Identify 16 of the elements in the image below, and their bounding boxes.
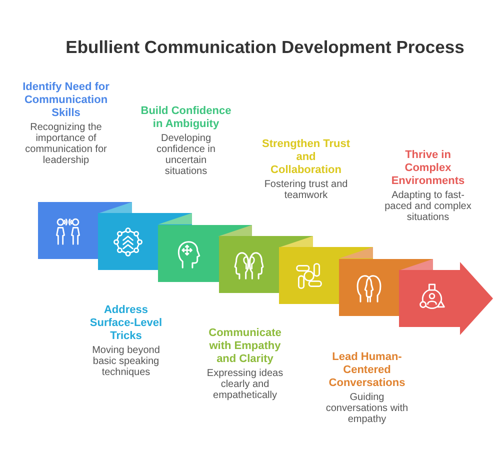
step-description: Guiding conversations with empathy: [326, 392, 408, 426]
step-title: Communicate with Empathy and Clarity: [208, 326, 282, 364]
step-description: Fostering trust and teamwork: [264, 178, 348, 201]
step-description: Expressing ideas clearly and empathetically: [206, 368, 284, 402]
step-title: Thrive in Complex Environments: [391, 148, 465, 186]
arrow-panel: [399, 262, 494, 335]
step-description: Developing confidence in uncertain situations: [156, 132, 216, 178]
step-title: Address Surface-Level Tricks: [90, 304, 162, 342]
step-title: Identify Need for Communication Skills: [22, 80, 110, 118]
step-description: Recognizing the importance of communication for leadership: [25, 122, 107, 166]
step-title: Lead Human-Centered Conversations: [328, 350, 406, 388]
diagram-title: Ebullient Communication Development Process: [66, 37, 464, 57]
step-description: Moving beyond basic speaking techniques: [92, 344, 160, 378]
step-description: Adapting to fast-paced and complex situations: [384, 190, 472, 224]
step-title: Build Confidence in Ambiguity: [140, 104, 232, 130]
step-title: Strengthen Trust and Collaboration: [262, 138, 350, 176]
